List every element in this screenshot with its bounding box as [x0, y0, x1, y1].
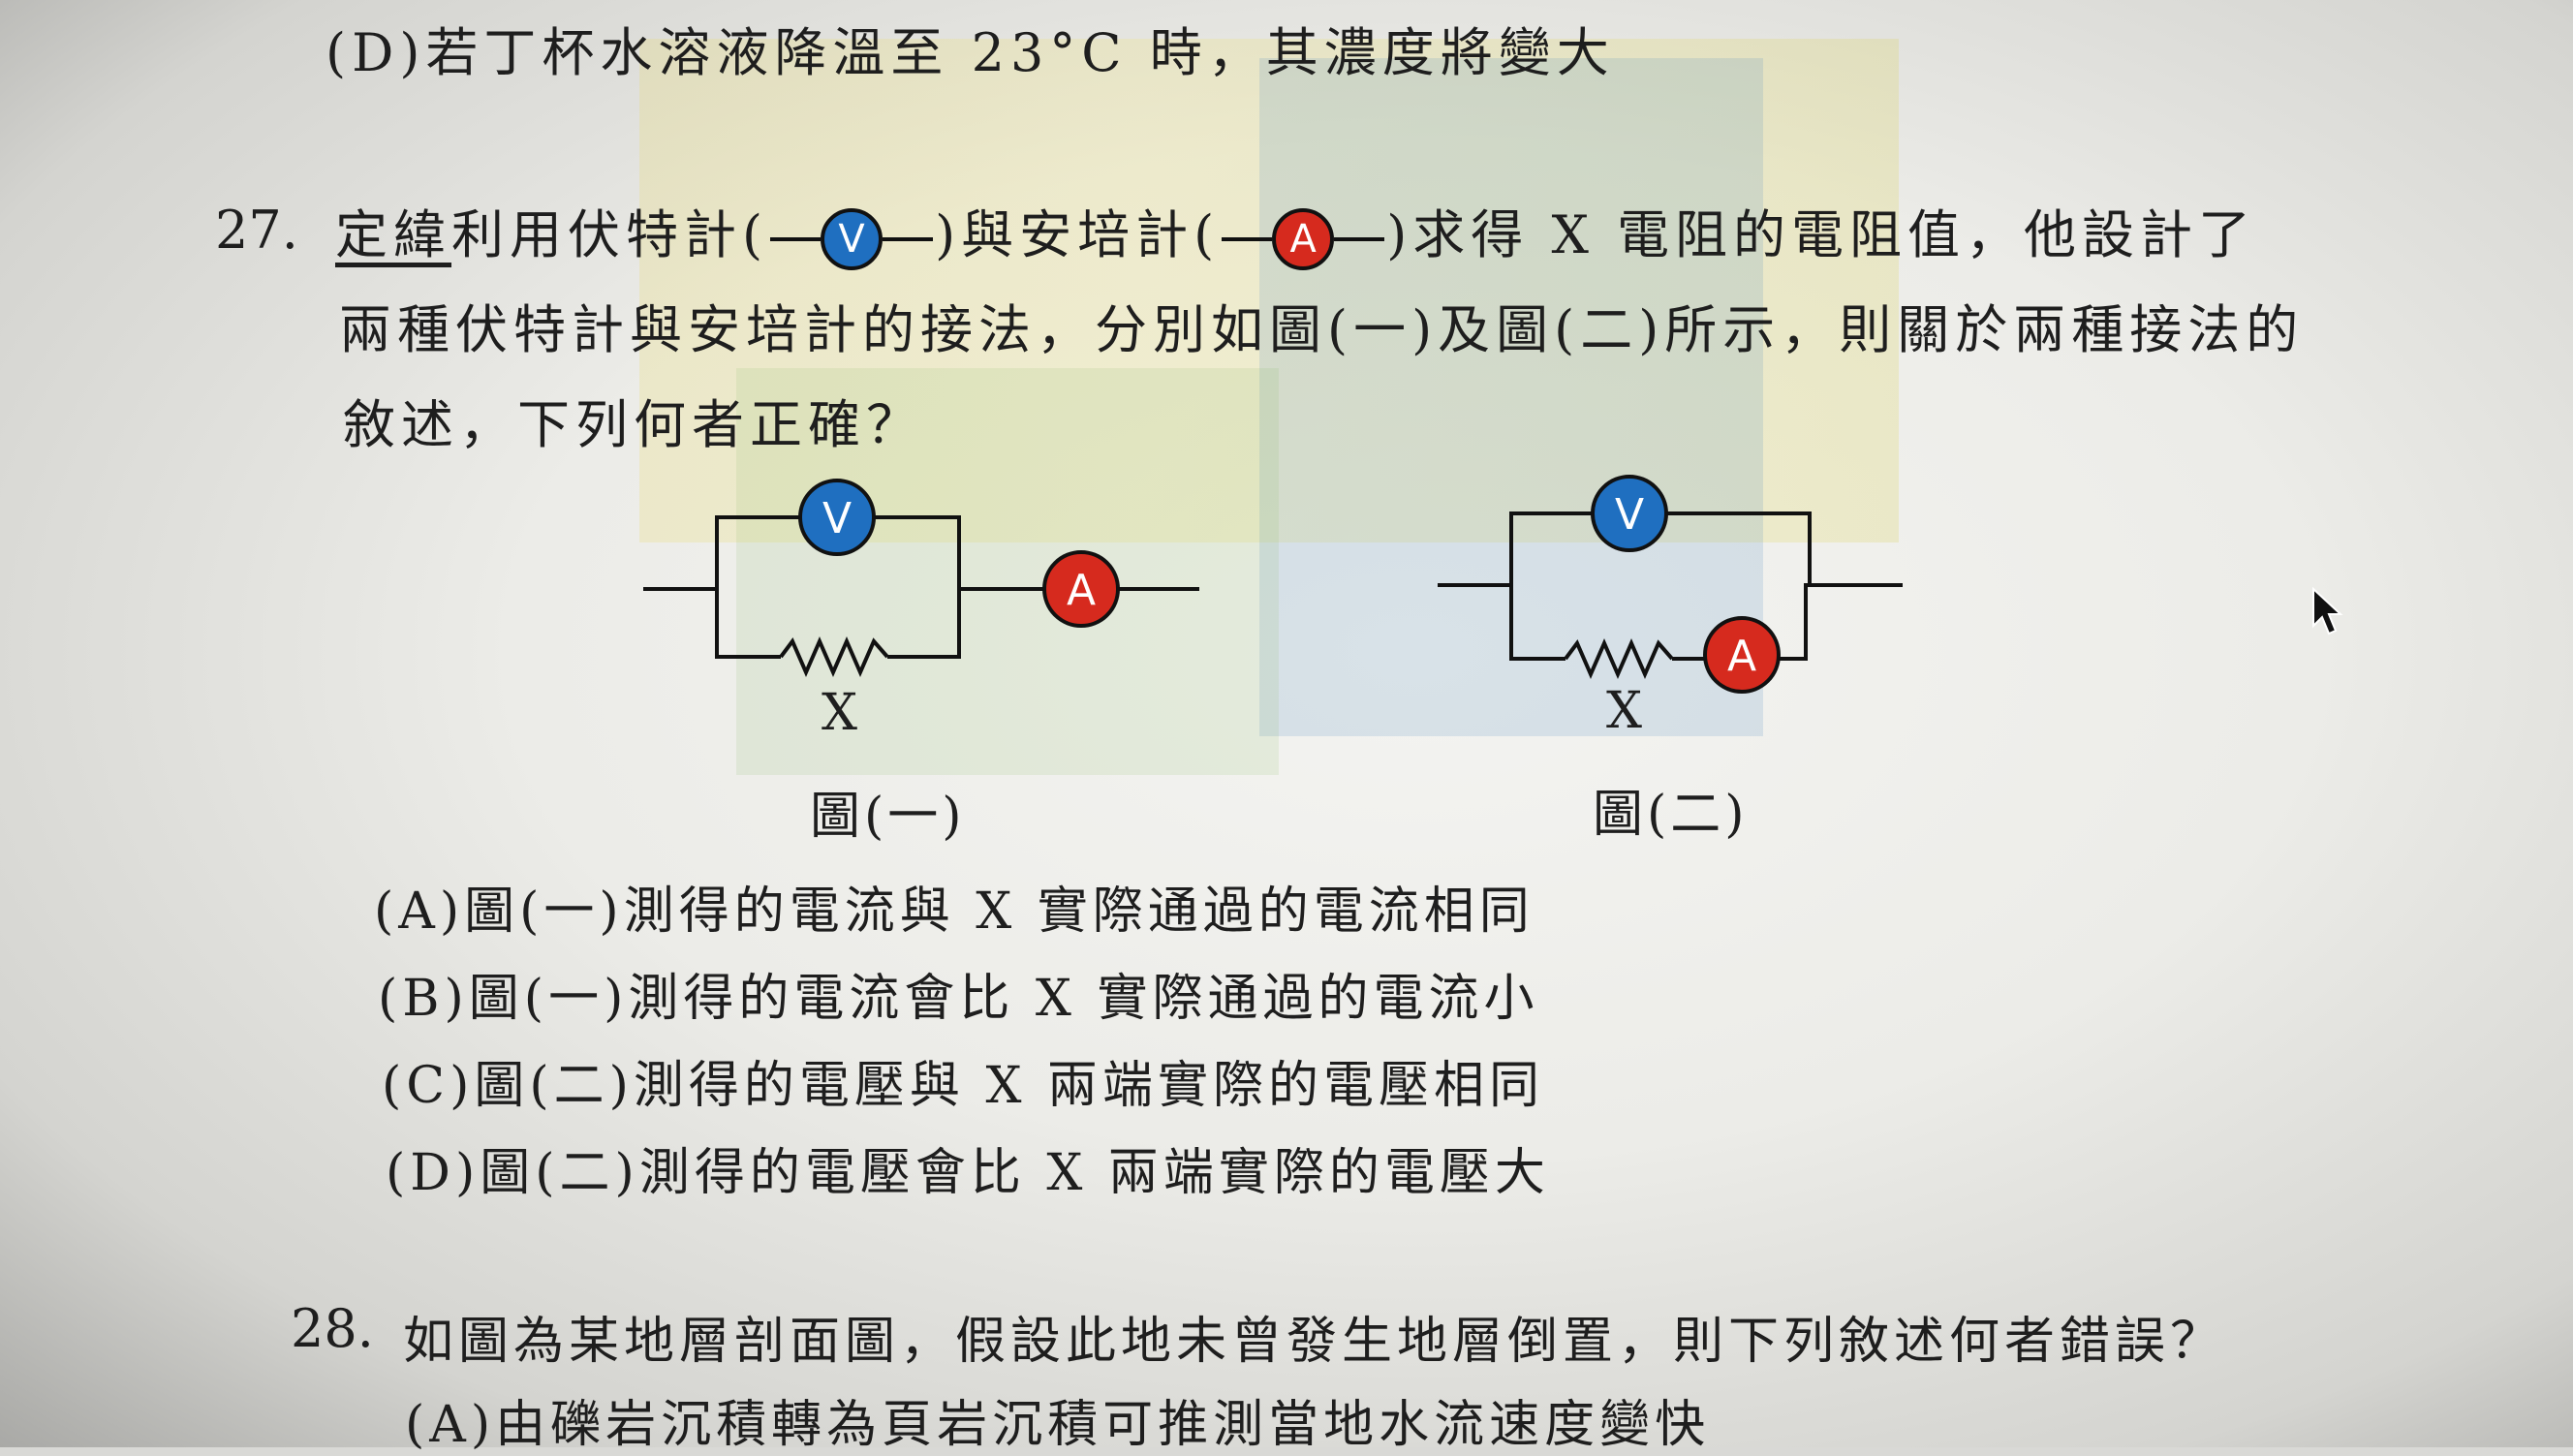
voltmeter-icon: V	[821, 208, 884, 270]
resistor-label-fig2: X	[1606, 682, 1643, 740]
resistor-x	[779, 636, 889, 677]
wire	[715, 589, 781, 659]
option-d[interactable]: (D)圖(二)測得的電壓會比 X 兩端實際的電壓大	[386, 1144, 1550, 1202]
line1-part-c: )求得 X 電阻的電阻值，他設計了	[1386, 204, 2257, 265]
voltmeter-label: V	[1615, 490, 1644, 540]
circuit-figure-2-svg: V A	[1438, 475, 1903, 694]
ammeter-icon: A	[1272, 208, 1335, 270]
inline-ammeter: A	[1222, 208, 1385, 270]
voltmeter-icon	[798, 479, 876, 556]
line1-part-a: 利用伏特計(	[451, 204, 769, 265]
question-27-line-1: 定緯利用伏特計( V )與安培計( A )求得 X 電阻的電阻值，他設計了	[335, 192, 2256, 270]
question-28-number: 28.	[291, 1298, 374, 1359]
ammeter-icon	[1703, 616, 1781, 694]
wire	[887, 515, 961, 659]
wire	[1779, 583, 1810, 661]
circuit-figure-2: V A	[1434, 475, 1938, 711]
wire	[1509, 585, 1566, 661]
question-27-line-2: 兩種伏特計與安培計的接法，分別如圖(一)及圖(二)所示，則關於兩種接法的	[339, 299, 2305, 360]
circuit-figure-1: V A	[639, 475, 1221, 692]
wire-segment	[1222, 237, 1273, 241]
ammeter-icon	[1042, 550, 1120, 628]
wire-segment	[1334, 237, 1385, 241]
ammeter-label: A	[1727, 632, 1756, 681]
circuit-figure-1-svg: V A	[643, 479, 1199, 677]
wire-segment	[883, 237, 934, 241]
option-a[interactable]: (A)圖(一)測得的電流與 X 實際通過的電流相同	[374, 883, 1534, 941]
option-c[interactable]: (C)圖(二)測得的電壓與 X 兩端實際的電壓相同	[382, 1057, 1545, 1115]
voltmeter-label: V	[822, 494, 852, 543]
question-27-line-3: 敘述，下列何者正確？	[343, 394, 924, 455]
option-b[interactable]: (B)圖(一)測得的電流會比 X 實際通過的電流小	[378, 970, 1539, 1028]
mouse-cursor-icon	[2311, 586, 2344, 641]
watermark-green	[736, 368, 1279, 775]
student-name: 定緯	[335, 204, 451, 265]
line1-part-b: )與安培計(	[935, 204, 1221, 265]
wire-segment	[770, 237, 822, 241]
question-28-stem: 如圖為某地層剖面圖，假設此地未曾發生地層倒置，則下列敘述何者錯誤？	[403, 1313, 2226, 1371]
cursor-arrow-svg	[2312, 586, 2343, 635]
resistor-x	[1564, 638, 1674, 679]
figure-2-caption: 圖(二)	[1593, 786, 1749, 844]
question-27-number: 27.	[215, 200, 298, 261]
watermark-yellow	[639, 39, 1899, 542]
ammeter-label: A	[1067, 566, 1096, 615]
resistor-label-fig1: X	[822, 684, 858, 742]
inline-voltmeter: V	[770, 208, 934, 270]
prev-question-option-d: (D)若丁杯水溶液降溫至 23°C 時，其濃度將變大	[326, 22, 1615, 83]
figure-1-caption: 圖(一)	[810, 788, 966, 846]
voltmeter-icon	[1591, 475, 1668, 552]
question-28-option-a[interactable]: (A)由礫岩沉積轉為頁岩沉積可推測當地水流速度變快	[405, 1396, 1711, 1454]
